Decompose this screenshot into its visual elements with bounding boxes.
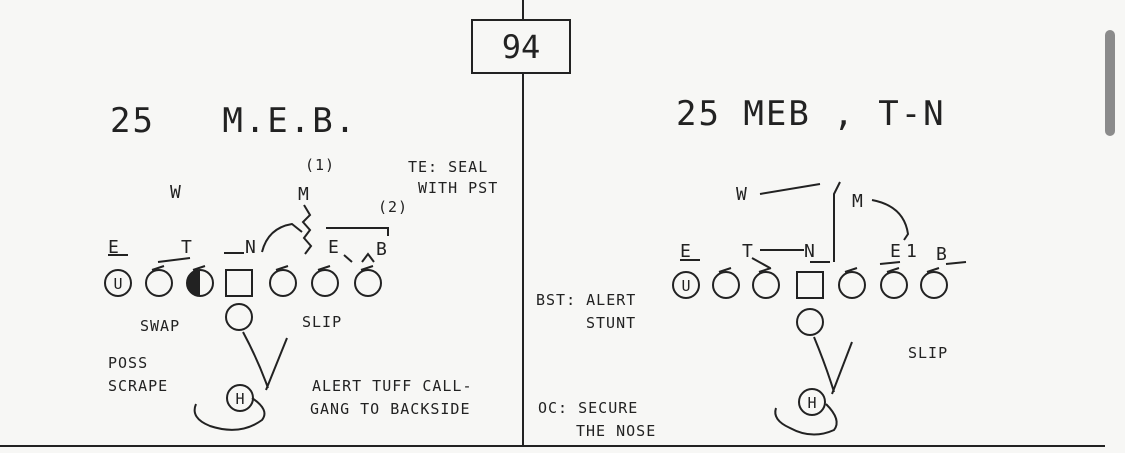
right-h-circle <box>798 388 826 416</box>
right-h-loop <box>774 403 838 436</box>
right-w-label: W <box>736 184 747 205</box>
left-slip-label: SLIP <box>302 313 342 331</box>
right-t-label: T <box>742 241 753 262</box>
right-ol-5 <box>920 271 948 299</box>
left-m-label: M <box>298 184 309 205</box>
left-h-label: H <box>235 390 244 408</box>
right-slip-label: SLIP <box>908 344 948 362</box>
right-ol-2 <box>752 271 780 299</box>
right-u-label: U <box>681 277 690 295</box>
left-poss-1: POSS <box>108 354 148 372</box>
left-qb-line <box>242 331 269 389</box>
left-e-label: E <box>108 237 119 258</box>
play-number-box <box>471 19 571 74</box>
left-h-loop <box>193 397 266 431</box>
right-oc-2: THE NOSE <box>576 422 656 440</box>
right-ol-4 <box>880 271 908 299</box>
left-b-bracket <box>326 227 389 236</box>
left-h-circle <box>226 384 254 412</box>
right-qb-line <box>813 336 835 393</box>
left-ol-3 <box>269 269 297 297</box>
right-n-label: N <box>804 241 815 262</box>
left-b-arrow <box>361 252 375 263</box>
right-stance-marks <box>680 259 967 265</box>
right-qb-circle <box>796 308 824 336</box>
left-te-note-2: WITH PST <box>418 179 498 197</box>
right-center-square <box>796 271 824 299</box>
left-title: 25 M.E.B. <box>110 101 357 141</box>
left-u-circle <box>104 269 132 297</box>
left-tag-2: (2) <box>378 198 408 216</box>
right-oc-1: OC: SECURE <box>538 399 638 417</box>
left-qb-circle <box>225 303 253 331</box>
right-t-slant <box>751 257 771 269</box>
right-m-arrow <box>871 199 910 241</box>
right-m-label: M <box>852 191 863 212</box>
left-n-label: N <box>245 237 256 258</box>
play-number: 94 <box>502 28 541 66</box>
left-center-square <box>225 269 253 297</box>
right-e2-label: E <box>890 241 901 262</box>
right-b-label: B <box>936 244 947 265</box>
left-t-stance <box>157 257 191 263</box>
left-e2-label: E <box>328 237 339 258</box>
right-m-drop <box>833 181 841 262</box>
left-ol-tick-marks <box>151 265 374 271</box>
right-bst-1: BST: ALERT <box>536 291 636 309</box>
right-bst-2: STUNT <box>586 314 636 332</box>
right-one-label: 1 <box>906 241 917 262</box>
left-te-note-1: TE: SEAL <box>408 158 488 176</box>
left-ol-5 <box>354 269 382 297</box>
left-ol-2-shade <box>187 270 200 296</box>
right-w-arrow <box>759 183 821 195</box>
right-ol-3 <box>838 271 866 299</box>
right-u-circle <box>672 271 700 299</box>
left-swap-label: SWAP <box>140 317 180 335</box>
left-e2-arrow <box>343 254 353 263</box>
scrollbar[interactable] <box>1105 30 1115 136</box>
right-e-label: E <box>680 241 691 262</box>
left-w-label: W <box>170 182 181 203</box>
left-alert-1: ALERT TUFF CALL- <box>312 377 473 395</box>
left-t-label: T <box>181 237 192 258</box>
left-tag-1: (1) <box>305 156 335 174</box>
left-ol-1 <box>145 269 173 297</box>
left-alert-2: GANG TO BACKSIDE <box>310 400 471 418</box>
right-back-line <box>831 341 853 395</box>
right-ol-1 <box>712 271 740 299</box>
left-b-label: B <box>376 239 387 260</box>
left-back-line <box>265 337 288 391</box>
left-n-loop <box>261 222 303 253</box>
left-m-squiggle <box>301 204 313 255</box>
left-u-label: U <box>113 275 122 293</box>
right-h-label: H <box>807 394 816 412</box>
left-poss-2: SCRAPE <box>108 377 168 395</box>
right-title: 25 MEB , T-N <box>676 94 946 134</box>
left-ol-4 <box>311 269 339 297</box>
right-ol-tick-marks <box>718 267 940 273</box>
